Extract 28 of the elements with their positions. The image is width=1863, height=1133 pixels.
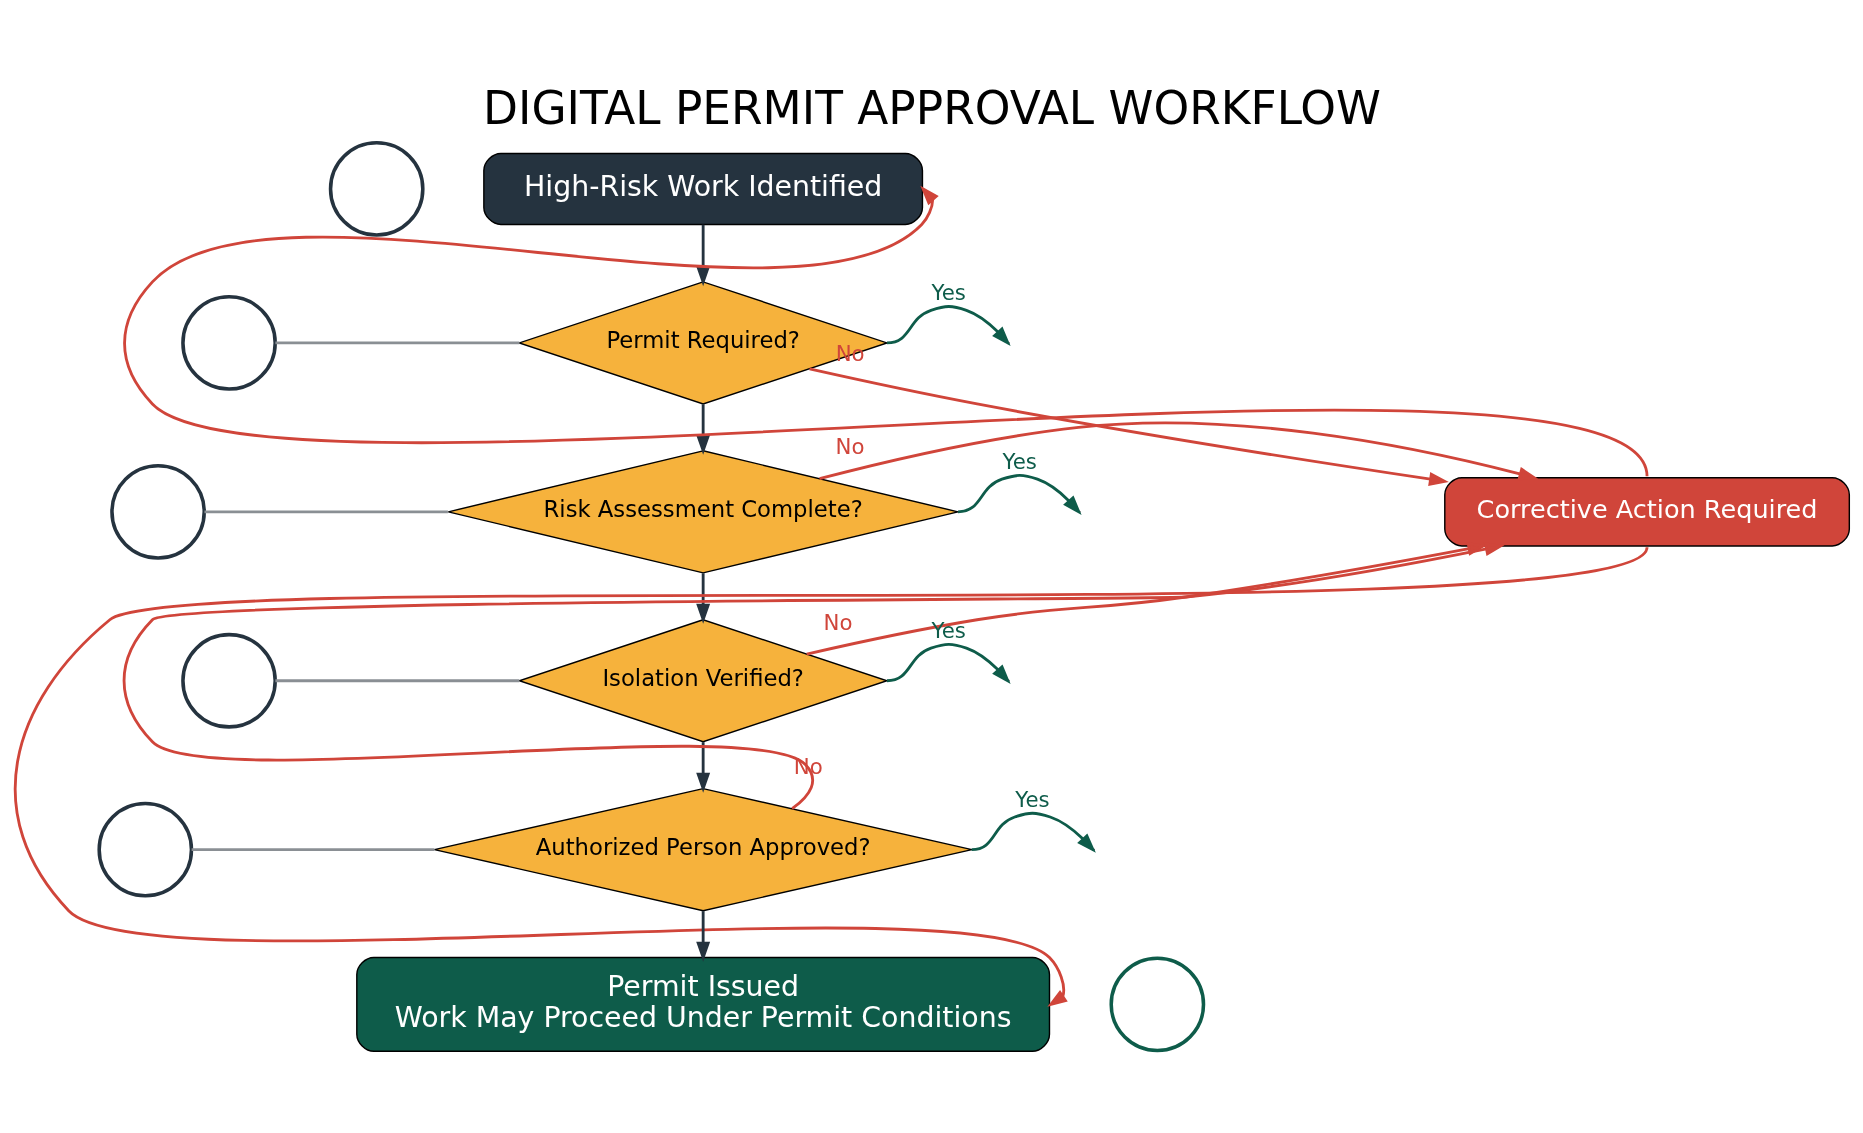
- edge-label: Yes: [1014, 787, 1050, 813]
- diagram-title: DIGITAL PERMIT APPROVAL WORKFLOW: [482, 81, 1381, 135]
- arrow: [695, 224, 710, 287]
- connector: [274, 341, 519, 345]
- node-circle: [180, 295, 277, 391]
- node-box: High-Risk Work Identified: [482, 152, 923, 226]
- arrow: [808, 367, 1449, 486]
- edge-label: Yes: [931, 280, 966, 306]
- edge-label: No: [835, 341, 865, 367]
- arrow: [695, 911, 710, 962]
- node-box: Permit Issued Work May Proceed Under Permit Conditions: [355, 956, 1050, 1052]
- node-box: Corrective Action Required: [1443, 477, 1850, 547]
- arrow: [695, 404, 710, 455]
- arrow: [13, 546, 1648, 1007]
- arrow: [695, 742, 710, 793]
- edge-label: Yes: [931, 618, 966, 644]
- node-circle: [180, 632, 277, 729]
- node-circle: [328, 141, 425, 237]
- connector: [203, 510, 448, 514]
- node-circle: [1108, 956, 1205, 1053]
- node-circle: [109, 463, 206, 560]
- edge-label: Yes: [1002, 449, 1037, 475]
- arrow: [818, 421, 1538, 481]
- arrow: [695, 573, 710, 624]
- node-circle: [96, 801, 193, 898]
- node-diamond: Authorized Person Approved?: [433, 787, 973, 912]
- connector: [274, 679, 519, 683]
- connector: [191, 848, 434, 852]
